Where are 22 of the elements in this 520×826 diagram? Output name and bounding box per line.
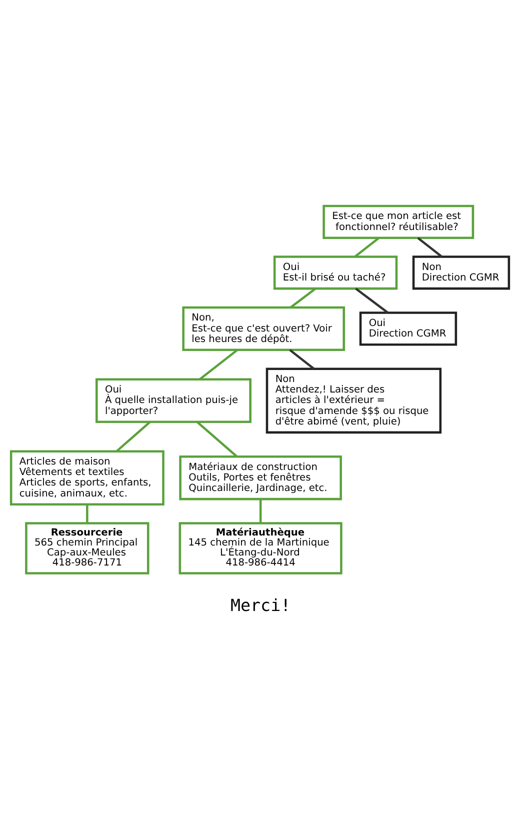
node-box: Matériauthèque 145 chemin de la Martinique L'Étang-du-Nord 418-986-4414	[178, 522, 342, 574]
node-box: Est-ce que mon article est fonctionnel? réutilisable?	[322, 204, 474, 238]
connector	[354, 236, 380, 257]
connector	[86, 504, 88, 523]
connector	[116, 420, 151, 452]
connector	[196, 420, 238, 457]
node-box: Articles de maison Vêtements et textiles Articles de sports, enfants, cuisine, animaux, etc.	[10, 450, 164, 505]
node-box: Oui Direction CGMR	[359, 311, 458, 346]
node-box: Oui À quelle installation puis-je l'apporter?	[96, 378, 252, 422]
connector	[198, 348, 238, 380]
connector	[290, 287, 316, 308]
connector	[289, 348, 314, 370]
node-box: Ressourcerie 565 chemin Principal Cap-aux-Meules 418-986-7171	[25, 522, 150, 574]
node-box: Non Attendez,! Laisser des articles à l'extérieur = risque d'amende $$$ ou risque d'être abimé (vent, pluie)	[266, 367, 442, 434]
node-box: Matériaux de construction Outils, Portes et fenêtres Quincaillerie, Jardinage, etc.	[179, 455, 342, 500]
connector	[355, 287, 388, 314]
node-box: Non Direction CGMR	[412, 255, 510, 290]
node-box: Non, Est-ce que c'est ouvert? Voir les heures de dépôt.	[182, 306, 345, 351]
connector	[417, 236, 442, 257]
label: Merci!	[230, 595, 291, 614]
connector	[259, 498, 262, 523]
node-box: Oui Est-il brisé ou taché?	[273, 255, 398, 290]
